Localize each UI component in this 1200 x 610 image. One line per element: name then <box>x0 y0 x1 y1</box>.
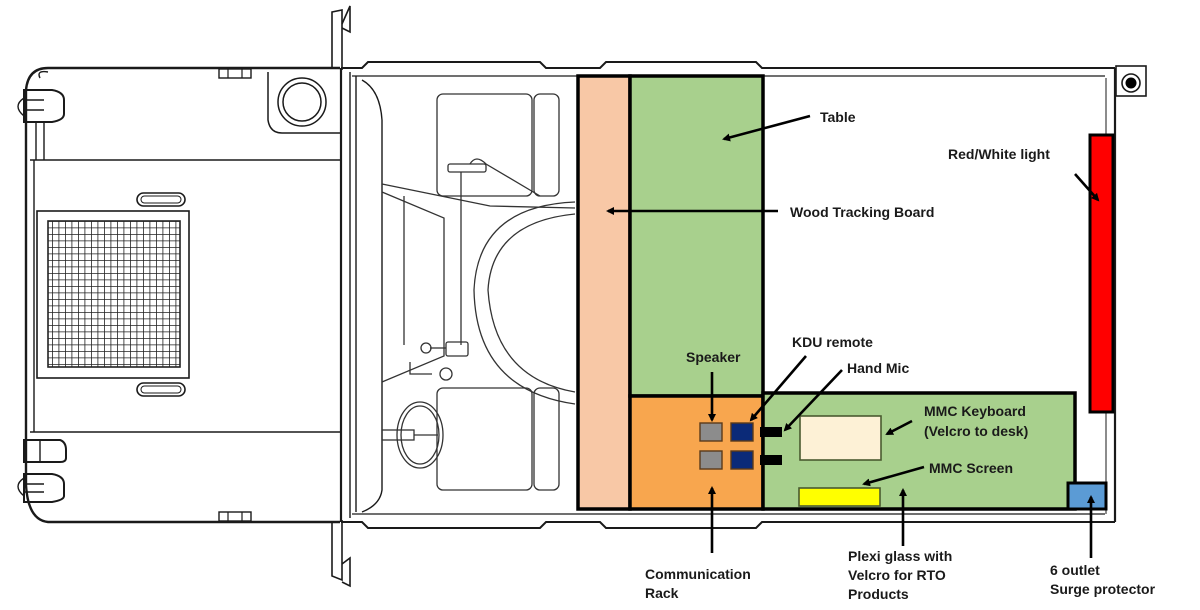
label-surge-1: 6 outlet <box>1050 562 1100 578</box>
label-red-white-light: Red/White light <box>948 146 1050 162</box>
label-comm-rack-2: Rack <box>645 585 679 601</box>
label-hand-mic: Hand Mic <box>847 360 909 376</box>
label-mmc-keyboard-1: MMC Keyboard <box>924 403 1026 419</box>
label-mmc-screen: MMC Screen <box>929 460 1013 476</box>
label-comm-rack-1: Communication <box>645 566 751 582</box>
arrow-hand-mic <box>783 369 843 432</box>
table <box>628 74 765 398</box>
front-light-bottom <box>17 439 67 503</box>
arrow-table <box>722 114 811 142</box>
hand-mic-bottom <box>760 455 782 465</box>
arrow-kdu-remote <box>749 355 807 422</box>
mmc-keyboard <box>799 415 882 461</box>
spare-wheel <box>267 72 340 134</box>
side-mirror-top <box>331 5 351 70</box>
label-plexi-3: Products <box>848 586 909 602</box>
cab-interior <box>381 93 576 491</box>
label-table: Table <box>820 109 856 125</box>
red-white-light <box>1088 133 1115 414</box>
arrow-red-light <box>1074 173 1100 202</box>
windshield-frame <box>339 68 383 522</box>
engine-grille <box>36 192 190 397</box>
label-speaker: Speaker <box>686 349 741 365</box>
label-wood-tracking-board: Wood Tracking Board <box>790 204 934 220</box>
arrow-screen <box>862 465 925 487</box>
speaker-bottom <box>699 450 723 470</box>
kdu-remote-top <box>730 422 754 442</box>
kdu-remote-bottom <box>730 450 754 470</box>
wood-tracking-board <box>576 74 632 511</box>
label-surge-2: Surge protector <box>1050 581 1156 597</box>
mmc-screen <box>798 487 881 507</box>
front-light-top <box>17 89 65 160</box>
arrow-keyboard <box>885 419 913 436</box>
hand-mic-top <box>760 427 782 437</box>
label-plexi-2: Velcro for RTO <box>848 567 946 583</box>
label-mmc-keyboard-2: (Velcro to desk) <box>924 423 1028 439</box>
callout-arrows <box>606 114 1100 558</box>
vehicle-hood <box>24 66 340 524</box>
surge-protector <box>1066 481 1108 511</box>
label-kdu-remote: KDU remote <box>792 334 873 350</box>
label-plexi-1: Plexi glass with <box>848 548 952 564</box>
speaker-top <box>699 422 723 442</box>
side-mirror-bottom <box>331 520 351 588</box>
